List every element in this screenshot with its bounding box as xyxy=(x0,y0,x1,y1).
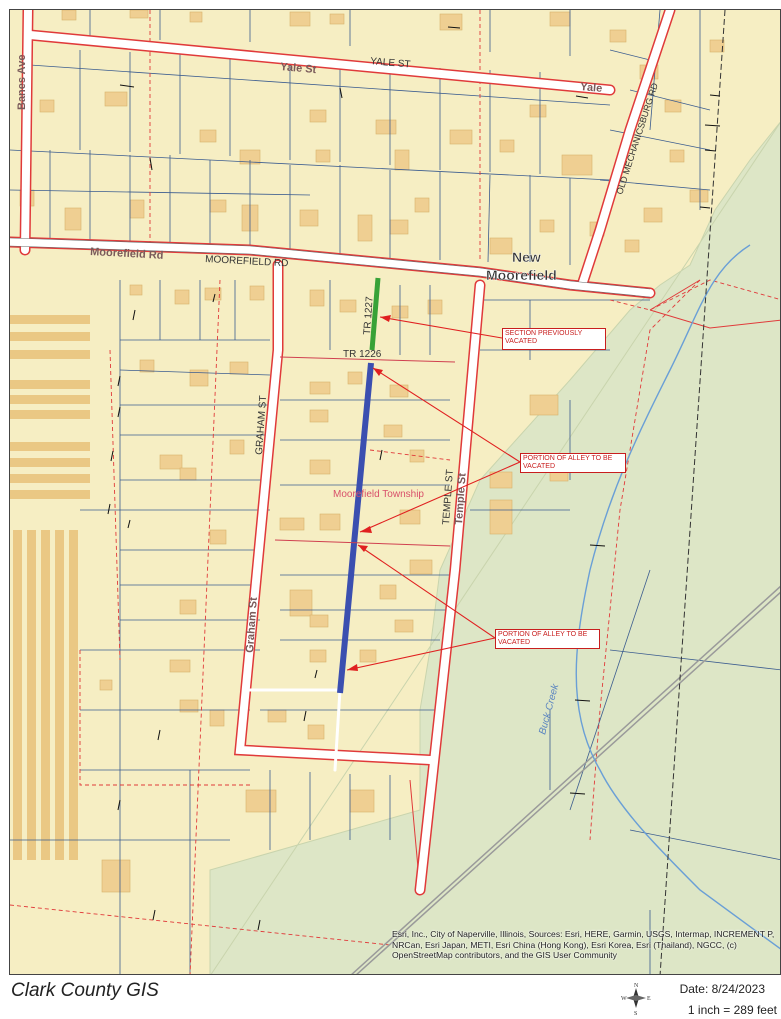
street-labels: YALE ST Yale St Yale Banes Ave MOOREFIEL… xyxy=(16,55,660,736)
boundary-lines xyxy=(10,10,780,974)
compass-s: S xyxy=(634,1011,637,1016)
field-stripes xyxy=(10,315,90,860)
callout-alley-to-vacate-2-text: PORTION OF ALLEY TO BE VACATED xyxy=(498,631,588,646)
callout-arrowheads xyxy=(347,315,391,671)
map-canvas[interactable]: YALE ST Yale St Yale Banes Ave MOOREFIEL… xyxy=(10,10,781,975)
roads xyxy=(10,10,676,896)
yale-right-label: Yale xyxy=(580,81,603,95)
callout-alley-to-vacate-1: PORTION OF ALLEY TO BE VACATED xyxy=(520,453,626,473)
tr-1226-line xyxy=(279,356,456,363)
compass-n: N xyxy=(634,983,639,989)
footer-date: Date: 8/24/2023 xyxy=(679,982,765,996)
tr-1226-label: TR 1226 xyxy=(343,349,382,360)
map-attribution: Esri, Inc., City of Naperville, Illinois… xyxy=(392,929,775,960)
footer-title: Clark County GIS xyxy=(11,980,159,1001)
temple-st-alt-label: Temple St xyxy=(453,472,469,525)
parcel-lines xyxy=(10,10,780,974)
callout-arrows xyxy=(346,316,521,671)
compass-e: E xyxy=(647,996,651,1002)
map-frame[interactable]: YALE ST Yale St Yale Banes Ave MOOREFIEL… xyxy=(9,9,781,975)
tr-1226-line-2 xyxy=(274,539,451,547)
alley-to-vacate-line xyxy=(337,362,374,694)
railroad xyxy=(351,585,780,974)
banes-ave-label: Banes Ave xyxy=(16,55,28,110)
footer-scale: 1 inch = 289 feet xyxy=(687,1003,777,1017)
callout-alley-to-vacate-1-text: PORTION OF ALLEY TO BE VACATED xyxy=(523,455,613,470)
buck-creek-line xyxy=(575,244,780,950)
graham-st-alt-label: Graham St xyxy=(244,597,260,654)
callout-previously-vacated-text: SECTION PREVIOUSLY VACATED xyxy=(505,330,583,345)
moorefield-rd-alt-label: Moorefield Rd xyxy=(90,246,164,262)
callout-alley-to-vacate-2: PORTION OF ALLEY TO BE VACATED xyxy=(495,629,600,649)
parcel-marks xyxy=(107,26,721,931)
new-place-label: New xyxy=(512,249,541,265)
compass-w: W xyxy=(621,996,627,1002)
graham-st-label: GRAHAM ST xyxy=(254,395,269,455)
yale-st-label: YALE ST xyxy=(370,56,411,70)
moorefield-place-label: Moorefield xyxy=(486,267,557,283)
yale-st-alt-label: Yale St xyxy=(280,61,317,76)
tr-1227-label: TR 1227 xyxy=(362,296,376,335)
utility-line xyxy=(659,10,726,974)
buildings xyxy=(19,10,725,893)
north-arrow-icon: N S W E xyxy=(621,983,651,1016)
previously-vacated-alley xyxy=(369,277,381,351)
moorefield-rd-label: MOOREFIELD RD xyxy=(205,254,289,269)
temple-st-label: TEMPLE ST xyxy=(441,469,456,525)
callout-previously-vacated: SECTION PREVIOUSLY VACATED xyxy=(502,328,606,350)
township-label: Moorefield Township xyxy=(333,489,424,500)
